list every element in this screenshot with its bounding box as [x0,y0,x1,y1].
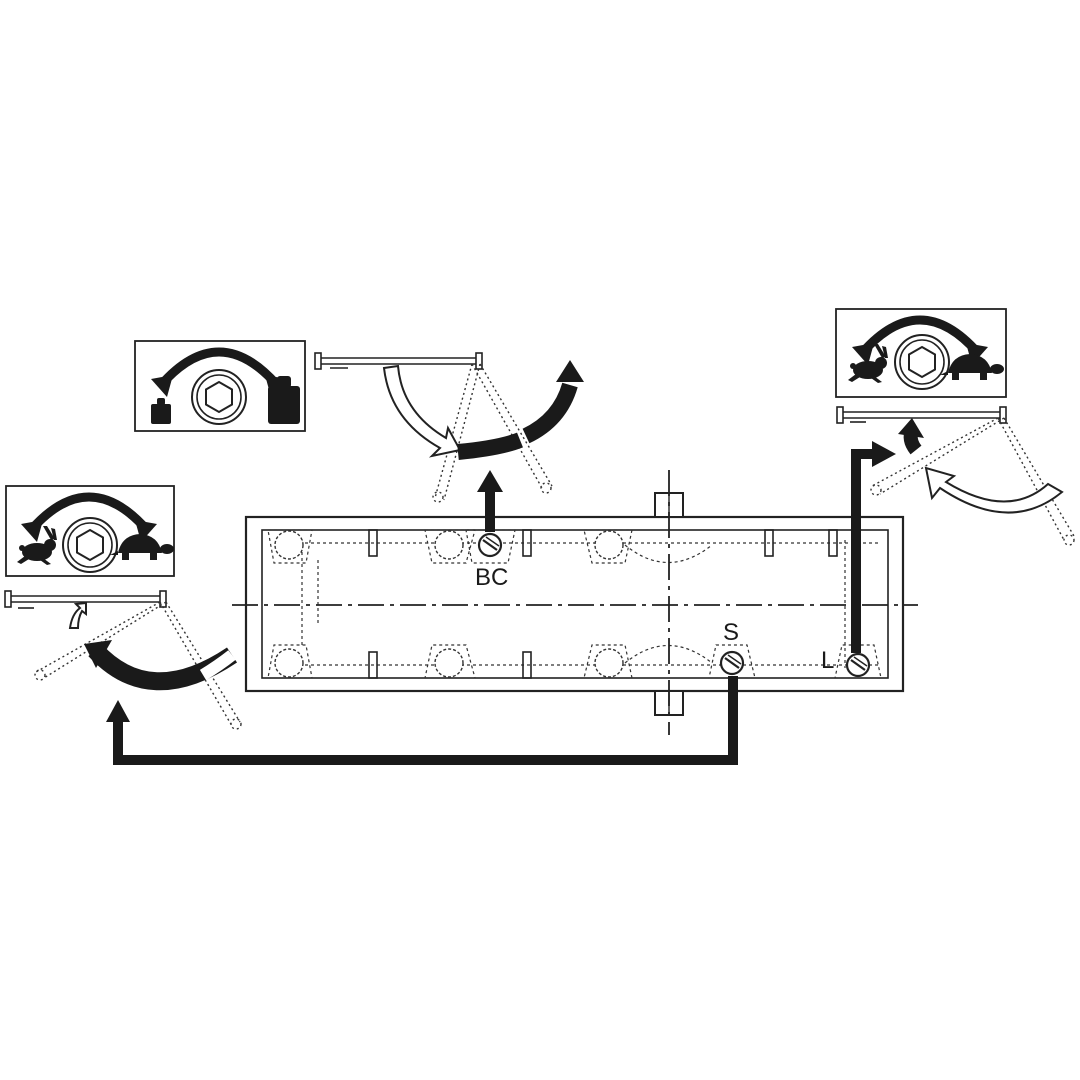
speed-arc-right [898,418,1064,514]
door-arm-right [836,406,1075,546]
speed-arc-left [68,601,238,691]
hex-socket-icon [894,334,950,390]
arrow-bc-up [477,470,503,532]
screw-s [708,644,756,679]
panel-center [134,340,306,432]
label-l: L [821,647,834,674]
speed-arc-center [382,360,584,460]
hex-socket-icon [191,369,247,425]
panel-left [5,485,175,577]
panel-right [835,308,1007,398]
screw-bc [465,529,516,564]
label-s: S [723,619,739,646]
door-arm-center [314,352,553,503]
door-arm-left [4,590,242,730]
label-bc: BC [475,564,508,591]
closer-body [232,470,918,735]
hex-socket-icon [62,517,118,573]
screw-l [834,644,882,679]
bolt-holes [267,529,633,679]
arrow-s-to-left-panel [106,676,738,765]
arrow-l-to-right-panel [851,441,896,653]
